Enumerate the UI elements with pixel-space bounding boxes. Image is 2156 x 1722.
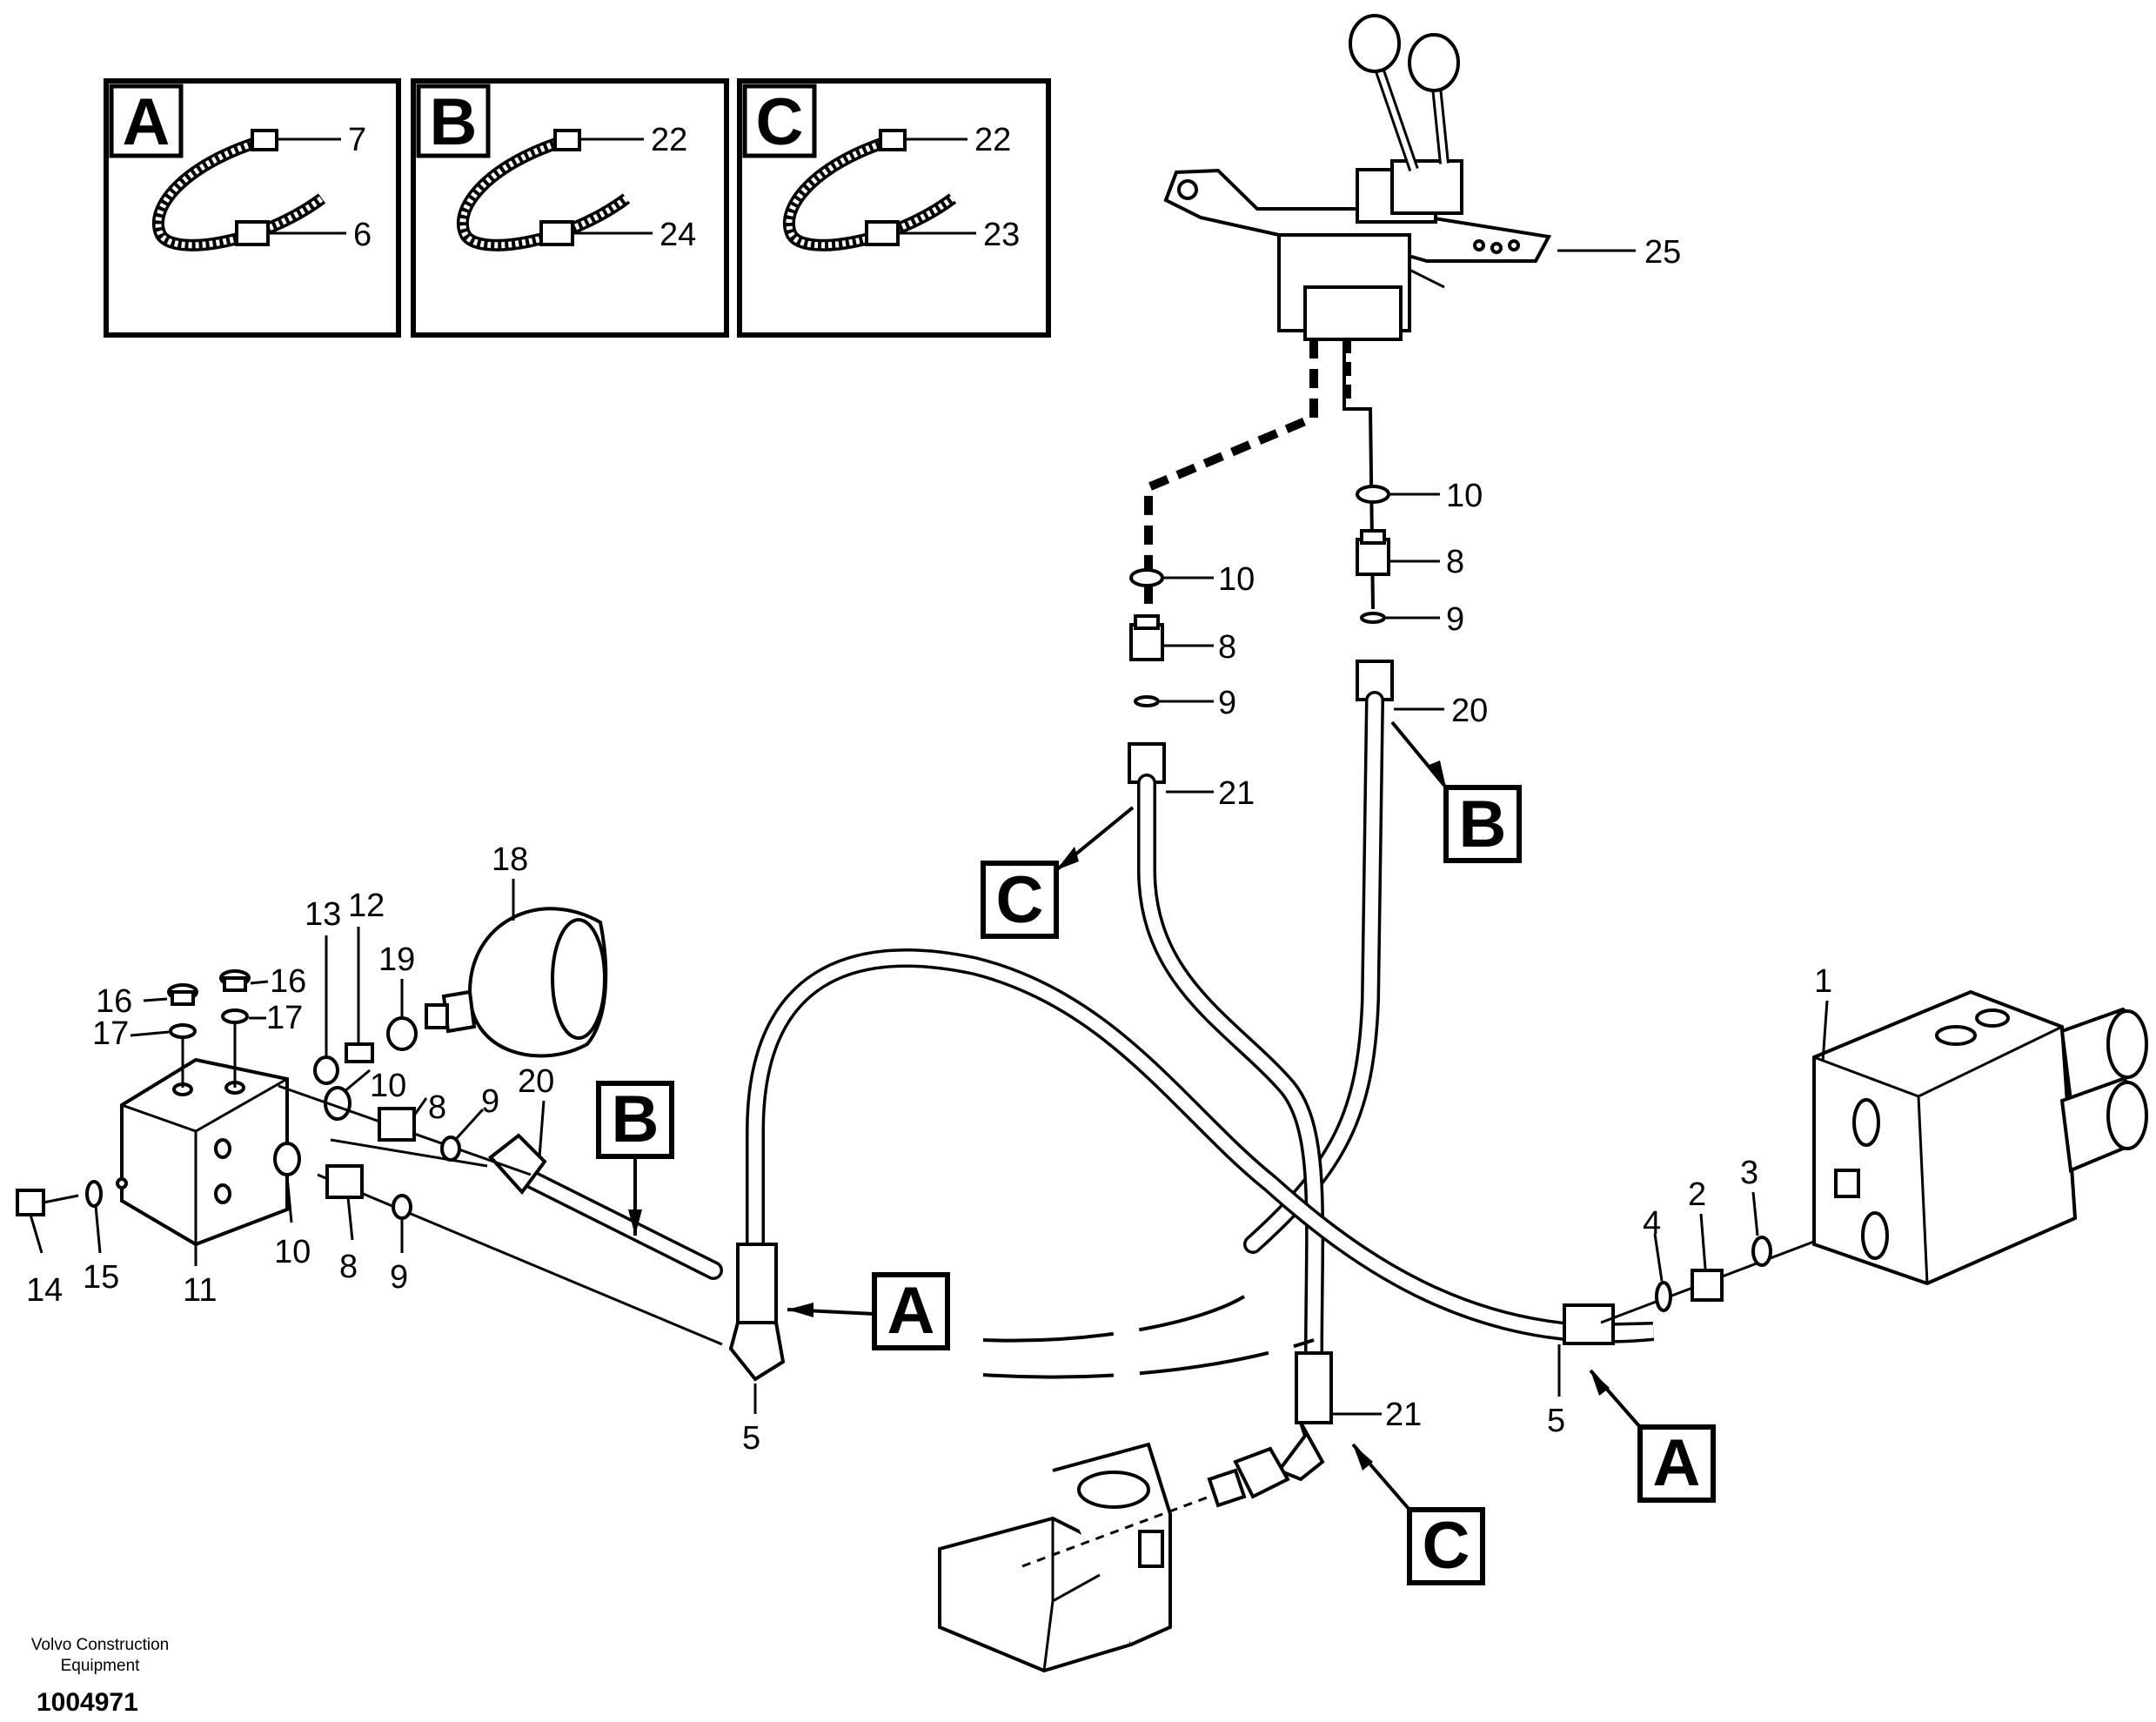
hose-21-left [1137, 774, 1325, 1367]
footer-brand-line1: Volvo Construction [31, 1636, 169, 1654]
part-label: 12 [348, 888, 385, 924]
svg-text:C: C [1423, 1509, 1470, 1583]
cable-tie-icon [151, 129, 326, 251]
hose-20-right [1243, 691, 1384, 1254]
part-label: 8 [339, 1249, 358, 1285]
part-label: 3 [1740, 1155, 1758, 1191]
part-label: 17 [266, 1000, 303, 1036]
part-label: 9 [481, 1083, 499, 1120]
part-label: 8 [1218, 629, 1236, 666]
part-label: 14 [26, 1272, 63, 1309]
part-label: 2 [1688, 1176, 1706, 1213]
svg-text:C: C [996, 863, 1044, 937]
part-label: 22 [651, 122, 687, 158]
manifold-block [116, 1057, 289, 1247]
part-label: 23 [983, 217, 1020, 253]
part-label: 10 [370, 1068, 406, 1104]
part-label: 1 [1814, 963, 1832, 1000]
svg-text:A: A [1653, 1426, 1701, 1500]
drawing-id: 1004971 [37, 1688, 138, 1717]
part-label: 8 [428, 1089, 446, 1126]
part-label: 9 [1218, 685, 1236, 721]
part-label: 9 [390, 1259, 408, 1296]
part-label: 4 [1643, 1205, 1661, 1242]
hose-20-left [488, 1133, 723, 1280]
part-label: 11 [183, 1272, 217, 1309]
inset-c-letter: C [756, 85, 804, 159]
cable-tie-icon [456, 129, 631, 251]
part-label: 25 [1644, 234, 1681, 271]
pilot-control-valve [1163, 14, 1552, 341]
part-label: 8 [1446, 544, 1464, 580]
callout-a-right: A [1589, 1369, 1716, 1503]
hose-a-loop [728, 948, 1655, 1382]
part-label: 13 [305, 896, 341, 933]
callout-c-lower: C [1351, 1443, 1485, 1585]
inset-b-letter: B [430, 85, 478, 159]
part-label: 21 [1218, 775, 1255, 812]
part-label: 10 [1218, 561, 1255, 598]
solenoid-valve [938, 1442, 1210, 1673]
inset-c: C 22 23 [737, 78, 1051, 338]
part-label: 10 [274, 1234, 311, 1270]
inset-b: B 22 24 [411, 78, 729, 338]
callout-a-center: A [787, 1272, 950, 1350]
svg-text:A: A [887, 1274, 935, 1348]
callout-c-upper: C [981, 806, 1135, 939]
part-label: 10 [1446, 478, 1483, 514]
part-label: 5 [1547, 1403, 1565, 1439]
part-label: 16 [270, 963, 306, 1000]
svg-text:B: B [612, 1082, 660, 1156]
part-label: 17 [92, 1015, 129, 1052]
part-label: 21 [1385, 1397, 1422, 1433]
part-label: 7 [348, 122, 366, 158]
part-label: 20 [518, 1063, 554, 1100]
part-label: 18 [492, 841, 528, 878]
callout-b-left: B [596, 1081, 674, 1236]
part-label: 19 [378, 941, 415, 978]
control-valve-block [1812, 989, 2148, 1286]
part-label: 24 [660, 217, 696, 253]
part-label: 16 [96, 983, 132, 1020]
part-label: 6 [353, 217, 372, 253]
accumulator [425, 907, 608, 1058]
inset-a-letter: A [123, 85, 171, 159]
part-label: 22 [974, 122, 1011, 158]
callout-b-right: B [1390, 720, 1522, 863]
inset-a: A 7 6 [104, 78, 401, 338]
part-label: 15 [83, 1259, 119, 1296]
part-label: 20 [1451, 693, 1488, 729]
part-label: 5 [742, 1420, 760, 1457]
footer-brand-line2: Equipment [61, 1657, 141, 1675]
part-label: 9 [1446, 601, 1464, 638]
svg-text:B: B [1459, 787, 1507, 861]
